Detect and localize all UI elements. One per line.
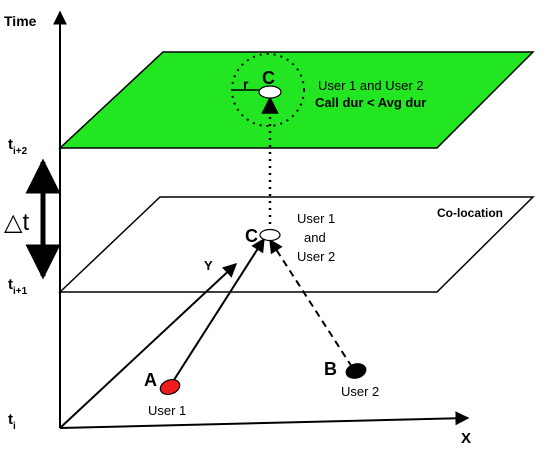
tick-ti1-sub: i+1 <box>13 286 28 297</box>
point-b <box>345 363 367 379</box>
tick-ti2: ti+2 <box>8 136 28 157</box>
point-b-letter: B <box>324 359 337 379</box>
y-axis-label: Y <box>204 258 213 273</box>
x-axis-label: X <box>461 430 471 447</box>
tick-ti: ti <box>8 411 16 432</box>
top-plane-line1: User 1 and User 2 <box>318 78 424 93</box>
tick-ti-base: t <box>8 411 13 428</box>
point-a <box>159 378 181 396</box>
point-c-mid-line2: and <box>304 230 326 245</box>
tick-ti-sub: i <box>13 421 16 432</box>
point-b-user: User 2 <box>341 384 379 399</box>
colocation-plane <box>58 196 535 293</box>
point-a-letter: A <box>144 370 157 390</box>
colocation-label: Co-location <box>437 206 503 220</box>
tick-ti1: ti+1 <box>8 276 28 297</box>
point-c-top-letter: C <box>262 68 275 88</box>
top-plane-line2: Call dur < Avg dur <box>315 95 426 110</box>
radius-label: r <box>243 76 249 92</box>
time-axis-label: Time <box>4 13 37 29</box>
point-c-colocation <box>259 228 281 242</box>
trajectory-b-to-c <box>269 238 353 368</box>
trajectory-a-to-c <box>171 237 265 384</box>
point-c-mid-letter: C <box>245 226 258 246</box>
point-a-user: User 1 <box>148 403 186 418</box>
tick-ti1-base: t <box>8 276 13 293</box>
point-c-mid-line1: User 1 <box>297 211 335 226</box>
point-c-top <box>258 85 282 99</box>
tick-ti2-base: t <box>8 136 13 153</box>
delta-t-label: △t <box>4 209 29 236</box>
y-axis <box>59 263 238 429</box>
x-axis <box>59 411 470 429</box>
top-plane <box>58 51 535 149</box>
tick-ti2-sub: i+2 <box>13 146 28 157</box>
point-c-mid-line3: User 2 <box>297 249 335 264</box>
